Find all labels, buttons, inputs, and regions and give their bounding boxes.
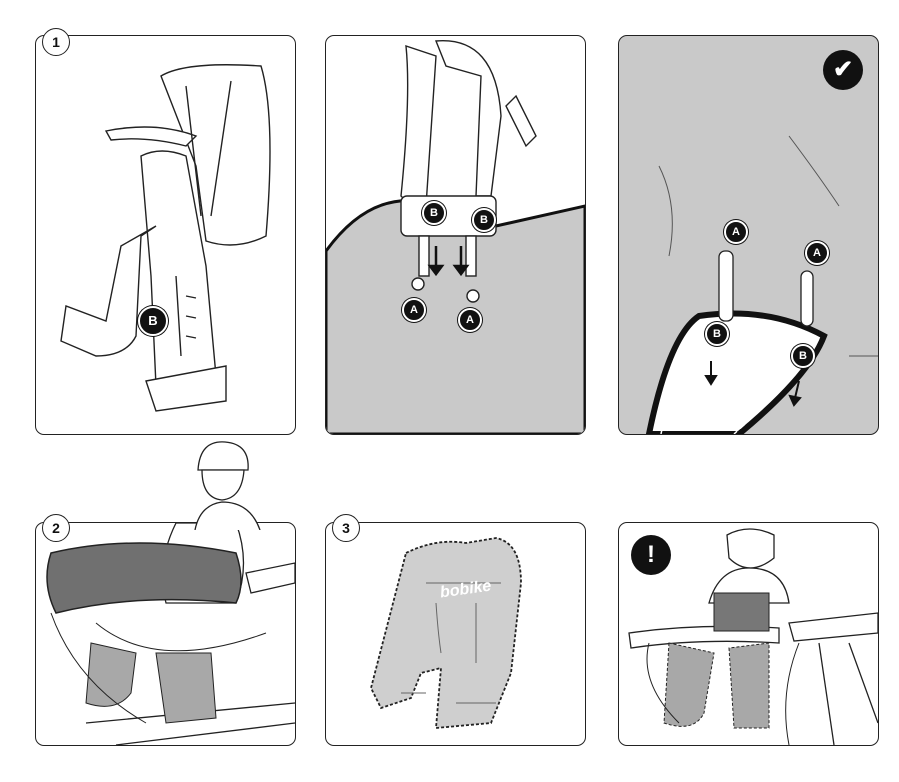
- label-b-left: B: [422, 201, 446, 225]
- correct-fitting-illustration: [645, 135, 878, 434]
- child-seat-illustration: [60, 64, 271, 412]
- label-b: B: [138, 306, 168, 336]
- check-icon: ✔: [823, 50, 863, 90]
- incorrect-fitting-illustration: [628, 528, 878, 745]
- panel-warning: !: [618, 522, 879, 746]
- panel-buckle-detail: B B A A: [325, 35, 586, 435]
- label-a-left: A: [724, 220, 748, 244]
- label-a-right: A: [805, 241, 829, 265]
- label-a-left: A: [402, 298, 426, 322]
- warning-icon: !: [631, 535, 671, 575]
- cover-on-seat-illustration: [370, 537, 522, 729]
- label-b-left: B: [705, 322, 729, 346]
- buckle-illustration: [326, 40, 585, 434]
- label-b-right: B: [791, 344, 815, 368]
- panel-step-1: B: [35, 35, 296, 435]
- panel-correct-fitting: ✔ A A B B: [618, 35, 879, 435]
- panel-step-2: [35, 522, 296, 746]
- step-number-3: 3: [332, 514, 360, 542]
- panel-step-3: bobike: [325, 522, 586, 746]
- step-number-1: 1: [42, 28, 70, 56]
- child-head-illustration: [194, 441, 261, 530]
- label-a-right: A: [458, 308, 482, 332]
- child-with-cover-illustration: [46, 523, 295, 745]
- label-b-right: B: [472, 208, 496, 232]
- step-number-2: 2: [42, 514, 70, 542]
